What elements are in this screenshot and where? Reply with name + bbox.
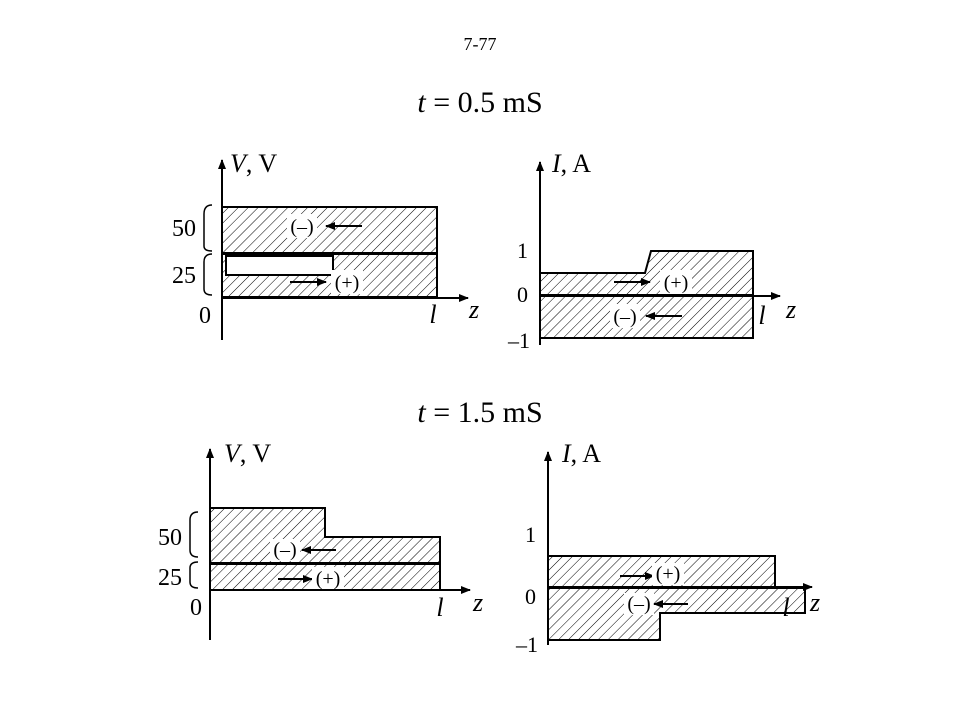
slide-number: 7-77 [464, 34, 497, 54]
forward-wave-label: (+) [335, 272, 360, 294]
brace-25 [203, 253, 213, 296]
tick-label-0: 0 [517, 282, 528, 307]
v-axis-label: V, V [230, 149, 277, 178]
z-label: z [809, 588, 820, 617]
brace-50 [203, 204, 213, 252]
z-label: z [785, 295, 796, 324]
tick-label-25: 25 [172, 263, 196, 289]
section-title-1: t = 0.5 mS [417, 86, 542, 119]
length-label: l [429, 300, 436, 329]
v-axis-label: V, V [224, 439, 271, 468]
tick-label-1: 1 [517, 238, 528, 263]
forward-wave-label: (+) [656, 563, 681, 585]
backward-voltage-wave [209, 507, 441, 564]
section-title-2: t = 1.5 mS [417, 396, 542, 429]
tick-label-0: 0 [190, 595, 202, 621]
voltage-plot-2: V, V 50 25 0 l z (–) (+) [158, 439, 483, 640]
tick-label-50: 50 [172, 216, 196, 242]
i-axis-label: I, A [551, 149, 591, 178]
tick-label-0: 0 [525, 584, 536, 609]
forward-wave-label: (+) [664, 272, 689, 294]
current-plot-2: I, A 1 0 –1 l z (+) (–) [515, 439, 820, 657]
i-axis-label: I, A [561, 439, 601, 468]
z-label: z [468, 295, 479, 324]
brace-25 [189, 561, 199, 589]
backward-wave-label: (–) [273, 539, 296, 561]
tick-label-50: 50 [158, 525, 182, 551]
length-label: l [436, 593, 443, 622]
brace-50 [189, 511, 199, 558]
unhatched-region [225, 255, 334, 276]
current-plot-1: I, A 1 0 –1 l z (+) (–) [507, 149, 796, 353]
voltage-plot-1: V, V 50 25 0 l z (–) (+) [172, 149, 479, 340]
backward-wave-label: (–) [613, 306, 636, 328]
length-label: l [782, 593, 789, 622]
backward-current-wave [547, 587, 806, 641]
tick-label-0: 0 [199, 303, 211, 329]
forward-wave-label: (+) [316, 568, 341, 590]
tick-label-25: 25 [158, 565, 182, 591]
tick-label-minus-1: –1 [507, 328, 530, 353]
backward-wave-label: (–) [290, 216, 313, 238]
forward-current-wave [539, 250, 754, 296]
tick-label-1: 1 [525, 522, 536, 547]
backward-voltage-wave [221, 206, 438, 254]
backward-wave-label: (–) [627, 593, 650, 615]
length-label: l [758, 301, 765, 330]
tick-label-minus-1: –1 [515, 632, 538, 657]
z-label: z [472, 588, 483, 617]
